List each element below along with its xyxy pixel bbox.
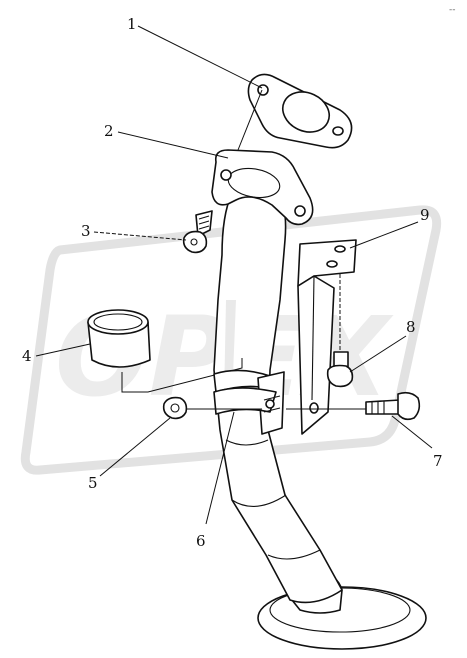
gasket [247, 73, 353, 149]
callout-4: 4 [22, 347, 32, 365]
clamp-bolt [365, 391, 421, 421]
callout-6: 6 [196, 532, 206, 550]
mounting-bracket [297, 239, 357, 435]
callout-1: 1 [127, 15, 137, 33]
callout-9: 9 [420, 206, 430, 224]
sleeve-position-line [121, 358, 243, 393]
callout-labels: 1 2 3 4 5 6 7 8 9 [22, 15, 443, 550]
clamp [213, 369, 285, 435]
sleeve [87, 309, 151, 368]
callout-8: 8 [406, 318, 416, 336]
callout-5: 5 [88, 474, 98, 492]
callout-7: 7 [433, 452, 443, 470]
corner-mark: -- [449, 5, 456, 15]
callout-2: 2 [104, 122, 114, 140]
flange-bolt [182, 210, 213, 254]
bracket-bolt [326, 274, 354, 388]
callout-3: 3 [81, 222, 91, 240]
clamp-nut [162, 396, 188, 420]
leader-lines [35, 25, 433, 525]
